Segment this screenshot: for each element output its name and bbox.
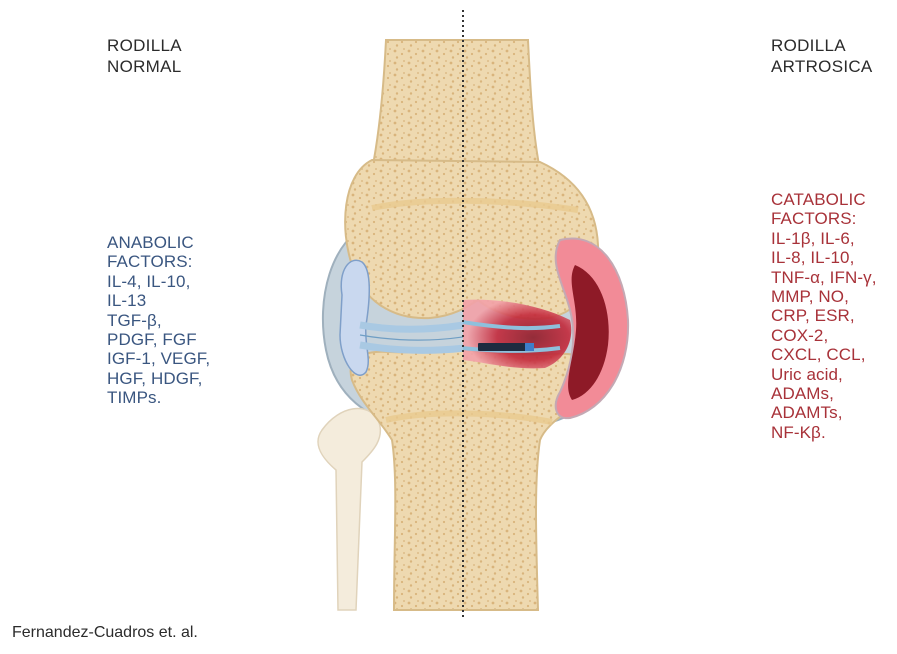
normal-knee-heading-line-1: RODILLA xyxy=(107,35,182,56)
catabolic-line: CXCL, CCL, xyxy=(771,345,877,364)
catabolic-line: CATABOLIC xyxy=(771,190,877,209)
anabolic-line: IL-4, IL-10, xyxy=(107,272,210,291)
arthritic-knee-heading-line-1: RODILLA xyxy=(771,35,873,56)
anabolic-line: HGF, HDGF, xyxy=(107,369,210,388)
catabolic-line: MMP, NO, xyxy=(771,287,877,306)
anabolic-line: ANABOLIC xyxy=(107,233,210,252)
catabolic-line: ADAMTs, xyxy=(771,403,877,422)
normal-knee-heading-line-2: NORMAL xyxy=(107,56,182,77)
citation-text: Fernandez-Cuadros et. al. xyxy=(12,624,198,642)
catabolic-line: IL-8, IL-10, xyxy=(771,248,877,267)
catabolic-line: TNF-α, IFN-γ, xyxy=(771,268,877,287)
anabolic-line: IGF-1, VEGF, xyxy=(107,349,210,368)
arthritic-knee-heading: RODILLA ARTROSICA xyxy=(771,35,873,77)
catabolic-line: IL-1β, IL-6, xyxy=(771,229,877,248)
anabolic-line: IL-13 xyxy=(107,291,210,310)
fibula xyxy=(318,409,380,610)
catabolic-line: FACTORS: xyxy=(771,209,877,228)
anabolic-line: PDGF, FGF xyxy=(107,330,210,349)
anabolic-factors-list: ANABOLIC FACTORS: IL-4, IL-10, IL-13 TGF… xyxy=(107,233,210,408)
tibia xyxy=(351,350,592,610)
catabolic-line: ADAMs, xyxy=(771,384,877,403)
anabolic-line: TGF-β, xyxy=(107,311,210,330)
normal-synovial-fluid xyxy=(340,260,369,375)
catabolic-line: Uric acid, xyxy=(771,365,877,384)
anabolic-line: FACTORS: xyxy=(107,252,210,271)
anabolic-line: TIMPs. xyxy=(107,388,210,407)
femur-shaft xyxy=(372,40,540,170)
catabolic-factors-list: CATABOLIC FACTORS: IL-1β, IL-6, IL-8, IL… xyxy=(771,190,877,442)
arthritic-knee-heading-line-2: ARTROSICA xyxy=(771,56,873,77)
catabolic-line: COX-2, xyxy=(771,326,877,345)
catabolic-line: NF-Kβ. xyxy=(771,423,877,442)
normal-knee-heading: RODILLA NORMAL xyxy=(107,35,182,77)
catabolic-line: CRP, ESR, xyxy=(771,306,877,325)
